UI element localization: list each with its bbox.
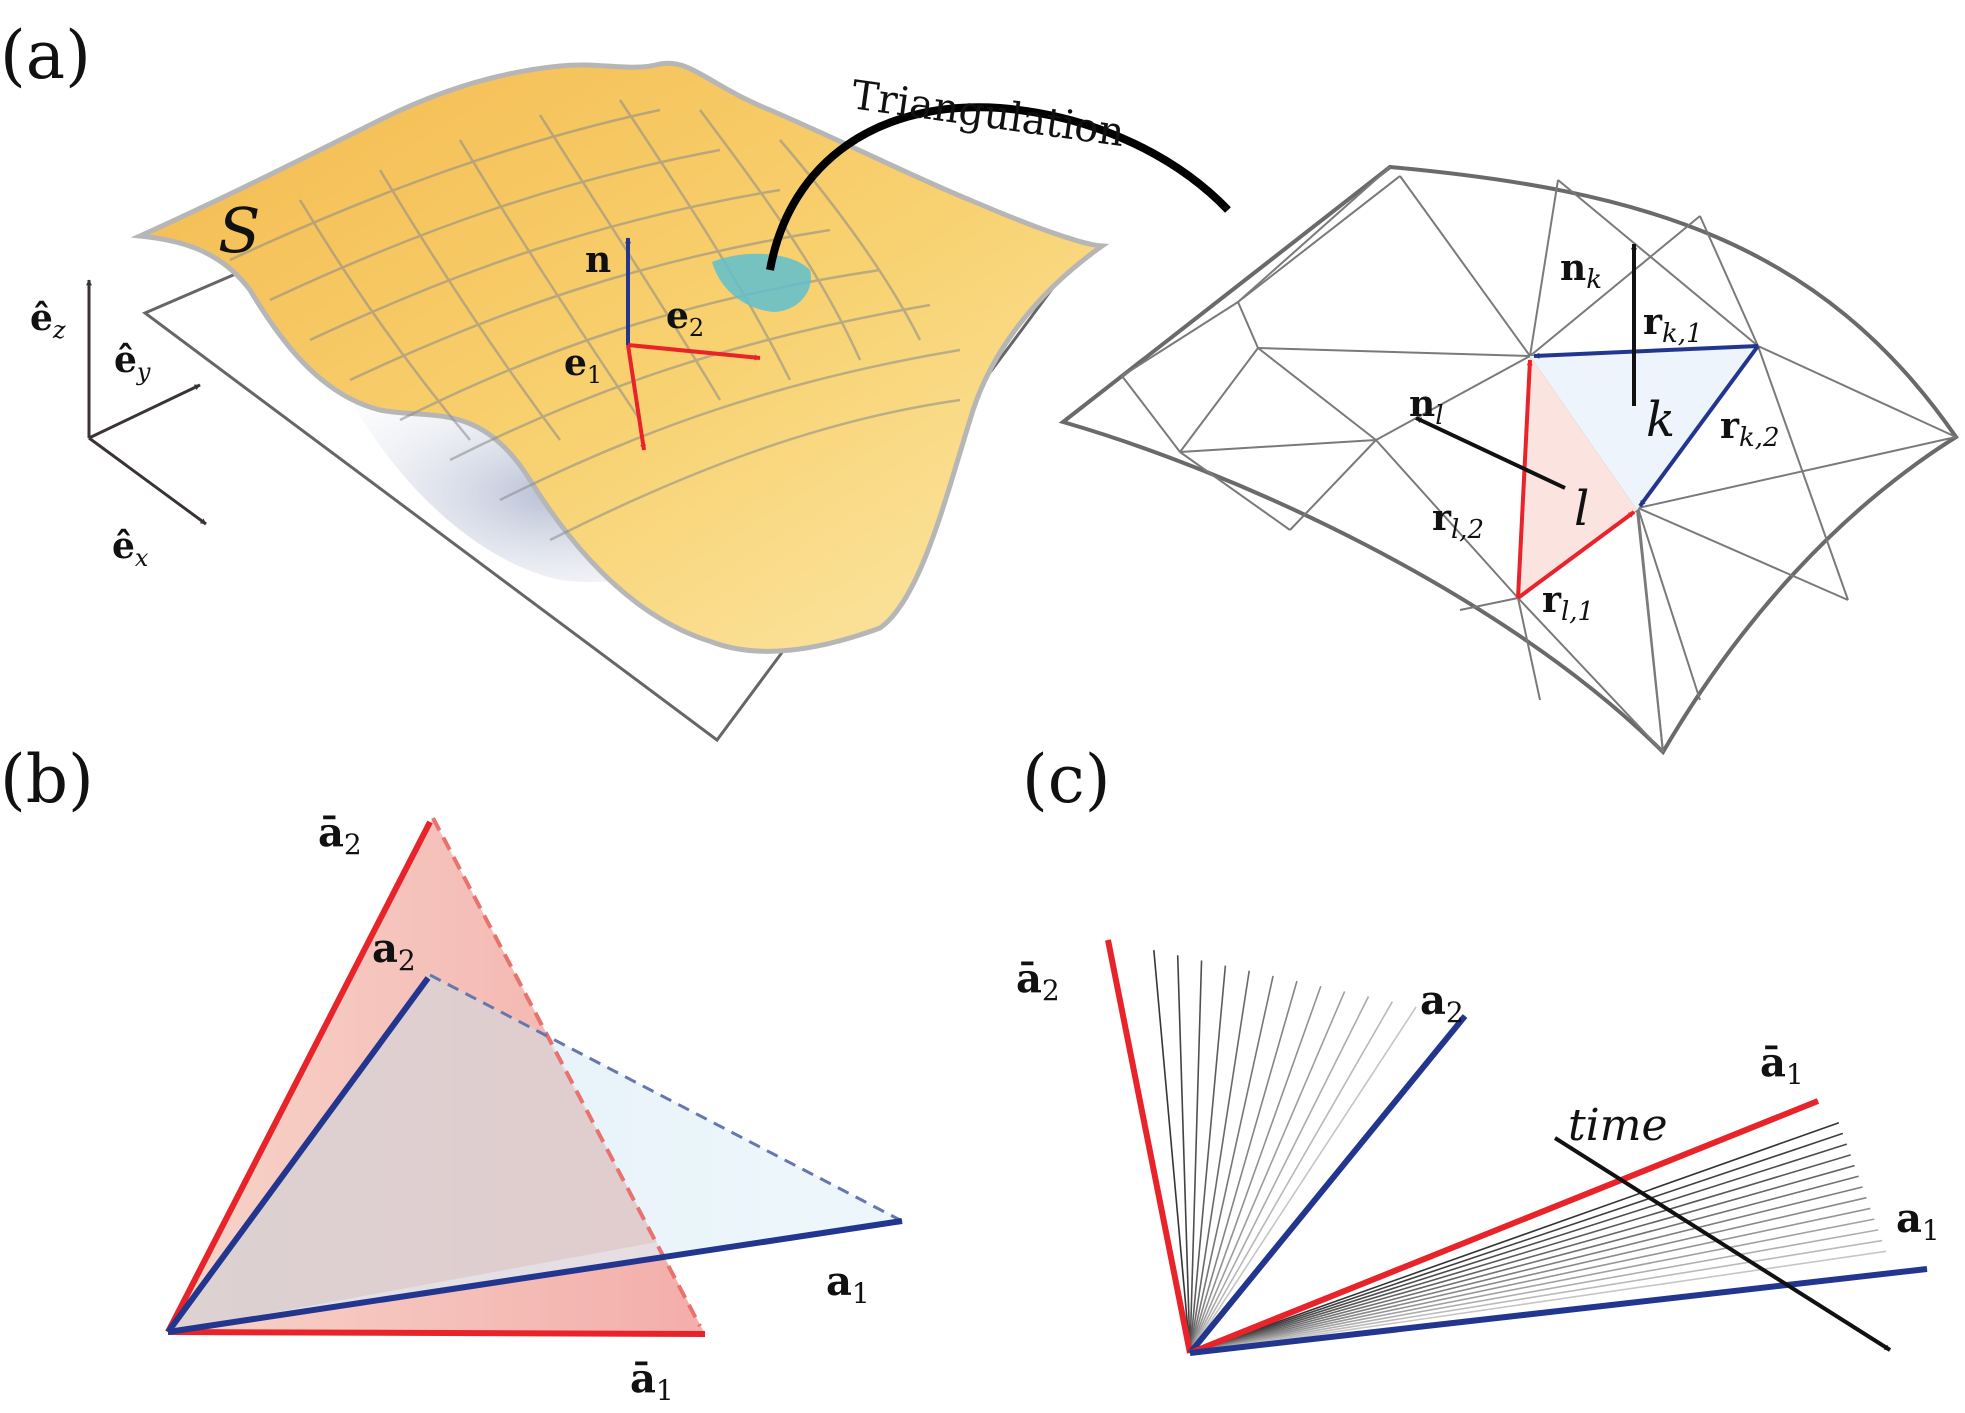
rl1-vector bbox=[1516, 510, 1636, 600]
fan-line bbox=[1189, 970, 1251, 1354]
reference-edge-dashed bbox=[431, 817, 702, 1327]
fan-line bbox=[1189, 1239, 1883, 1354]
label-nk: nk bbox=[1560, 247, 1602, 295]
rl2-vector bbox=[1516, 359, 1533, 599]
fan-lower bbox=[1189, 1121, 1887, 1354]
fan-line bbox=[1189, 1001, 1394, 1354]
a2-vector-b bbox=[165, 976, 431, 1334]
label-abar2-b: ā2 bbox=[318, 809, 362, 861]
time-arrow bbox=[1553, 1136, 1892, 1352]
fan-line bbox=[1189, 1164, 1855, 1354]
a1-vector-b bbox=[167, 1218, 903, 1335]
basis-axes: êz êy êx bbox=[30, 279, 207, 572]
label-a2-c: a2 bbox=[1420, 977, 1464, 1029]
fan-line bbox=[1189, 1143, 1848, 1354]
surface-symbol: S bbox=[218, 194, 260, 267]
fan-line bbox=[1153, 950, 1191, 1354]
panel-c: ā2 a2 ā1 a1 time bbox=[1016, 939, 1940, 1356]
fan-line bbox=[1189, 980, 1298, 1354]
overlap-region bbox=[168, 975, 657, 1332]
deformed-edge-dashed bbox=[429, 973, 901, 1222]
rk2-vector bbox=[1638, 344, 1760, 508]
label-time: time bbox=[1568, 1100, 1668, 1151]
fan-line bbox=[1189, 1207, 1871, 1354]
fan-line bbox=[1189, 985, 1322, 1354]
fan-line bbox=[1189, 991, 1346, 1354]
label-rl2: rl,2 bbox=[1432, 497, 1484, 545]
triangulation-caption: Triangulation bbox=[849, 72, 1128, 156]
triangulation-arrow bbox=[766, 103, 1231, 271]
triangle-l bbox=[1518, 356, 1637, 598]
label-rk1: rk,1 bbox=[1643, 301, 1703, 349]
abar1-vector-b bbox=[167, 1329, 706, 1337]
fan-line bbox=[1189, 965, 1227, 1354]
a1-vector-c bbox=[1189, 1266, 1928, 1356]
label-abar1-b: ā1 bbox=[630, 1355, 674, 1407]
nl-vector bbox=[1415, 416, 1566, 490]
fan-line bbox=[1189, 1132, 1844, 1354]
label-n: n bbox=[585, 239, 611, 281]
deformed-triangle bbox=[168, 975, 905, 1332]
abar2-vector-c bbox=[1105, 939, 1193, 1354]
fan-line bbox=[1189, 1121, 1840, 1354]
label-nl: nl bbox=[1409, 383, 1444, 431]
label-a2-b: a2 bbox=[372, 925, 416, 977]
abar1-vector-c bbox=[1188, 1098, 1820, 1356]
rk1-vector bbox=[1533, 344, 1759, 359]
fan-line bbox=[1189, 1154, 1851, 1354]
fan-line bbox=[1189, 1250, 1887, 1354]
ex-axis bbox=[88, 436, 207, 526]
fan-line bbox=[1189, 1006, 1417, 1354]
panel-b: ā2 a2 a1 ā1 bbox=[165, 809, 905, 1407]
fan-line bbox=[1189, 996, 1370, 1354]
label-a1-b: a1 bbox=[826, 1258, 870, 1310]
panel-label-b: (b) bbox=[0, 741, 94, 818]
fan-line bbox=[1189, 1218, 1875, 1354]
panel-label-a: (a) bbox=[0, 17, 91, 94]
ey-axis bbox=[88, 383, 201, 440]
label-ex: êx bbox=[112, 525, 149, 572]
fan-line bbox=[1189, 1186, 1863, 1354]
panel-label-c: (c) bbox=[1022, 741, 1110, 818]
e1-vector bbox=[626, 344, 647, 451]
triangle-k bbox=[1530, 346, 1758, 510]
label-abar2-c: ā2 bbox=[1016, 955, 1060, 1007]
surface-small-patch bbox=[712, 253, 811, 312]
label-rl1: rl,1 bbox=[1542, 579, 1594, 627]
abar2-vector-b bbox=[165, 820, 433, 1334]
label-ez: êz bbox=[30, 297, 66, 344]
fan-upper bbox=[1153, 950, 1417, 1354]
fan-line bbox=[1176, 955, 1191, 1354]
label-e1: e1 bbox=[564, 342, 602, 389]
e2-vector bbox=[627, 343, 761, 361]
label-e2: e2 bbox=[666, 295, 704, 342]
mesh-outline bbox=[1058, 164, 1959, 756]
fan-line bbox=[1189, 960, 1203, 1354]
triangulated-mesh: nk rk,1 rk,2 k nl l rl,2 rl,1 bbox=[1058, 164, 1959, 756]
label-a1-c: a1 bbox=[1896, 1195, 1940, 1247]
fan-line bbox=[1189, 1229, 1879, 1354]
label-ey: êy bbox=[114, 339, 151, 386]
fan-line bbox=[1189, 1175, 1859, 1354]
label-abar1-c: ā1 bbox=[1760, 1039, 1804, 1091]
fan-line bbox=[1189, 1196, 1867, 1354]
a2-vector-c bbox=[1187, 1014, 1468, 1355]
label-l: l bbox=[1574, 481, 1589, 537]
label-rk2: rk,2 bbox=[1720, 405, 1780, 453]
panel-a-surface: S n e2 e1 bbox=[130, 60, 1110, 743]
surface-patch bbox=[130, 60, 1110, 654]
fan-line bbox=[1189, 975, 1274, 1354]
label-k: k bbox=[1646, 392, 1675, 448]
